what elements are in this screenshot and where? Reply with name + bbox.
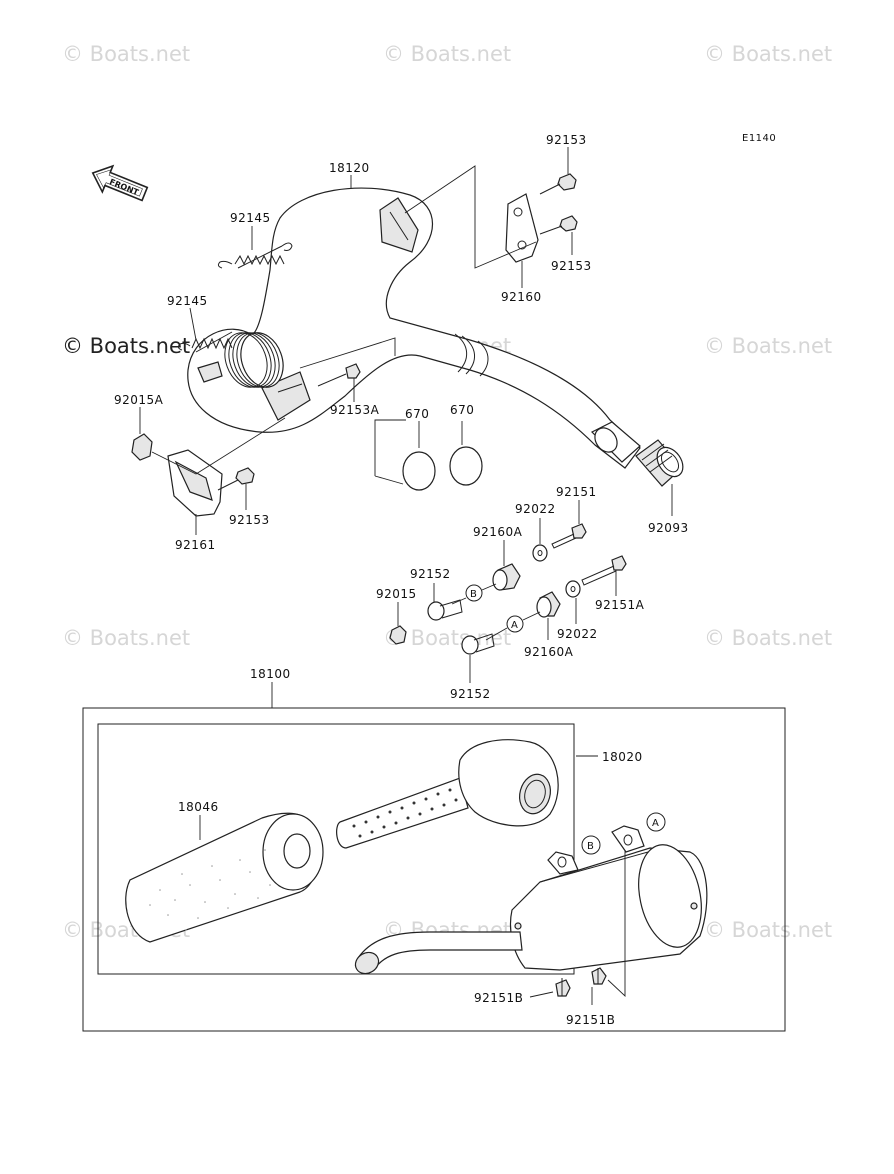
clip-part [197, 361, 223, 383]
part-label-92161: 92161 [175, 538, 216, 552]
callout-a-muffler: A [646, 812, 666, 832]
front-arrow-icon: FRONT [91, 164, 149, 202]
muffler-assembly-outer-box [82, 707, 786, 1032]
bolt-92153-top [539, 173, 577, 195]
watermark: © Boats.net [704, 42, 832, 66]
part-label-92151: 92151 [556, 485, 597, 499]
end-cap-18020 [458, 739, 559, 827]
part-label-18046: 18046 [178, 800, 219, 814]
part-label-670: 670 [405, 407, 429, 421]
bracket-92161 [167, 449, 223, 517]
part-label-92022: 92022 [515, 502, 556, 516]
part-label-92152: 92152 [450, 687, 491, 701]
o-ring-670-left [402, 451, 436, 491]
part-label-92022: 92022 [557, 627, 598, 641]
part-label-18120: 18120 [329, 161, 370, 175]
part-label-92151B: 92151B [566, 1013, 615, 1027]
leader-lines [139, 147, 673, 1005]
mount-hardware [389, 523, 627, 655]
rubber-92015A [131, 433, 153, 461]
watermark-dark: © Boats.net [62, 334, 190, 358]
muffler-core-18046 [125, 812, 324, 943]
diagram-code: E1140 [742, 133, 776, 144]
callout-b-top: B [465, 584, 483, 602]
callout-b-muffler: B [581, 835, 601, 855]
part-label-92015: 92015 [376, 587, 417, 601]
spring-92145-upper [217, 242, 293, 269]
part-label-92160: 92160 [501, 290, 542, 304]
part-label-92015A: 92015A [114, 393, 164, 407]
part-label-18020: 18020 [602, 750, 643, 764]
part-label-92151B: 92151B [474, 991, 523, 1005]
callout-a-label: A [511, 620, 518, 631]
part-label-92160A: 92160A [473, 525, 523, 539]
part-labels: 18120 92153 92153 92160 92145 92145 9201… [114, 133, 689, 1027]
leader-lines-middle [451, 583, 541, 641]
part-label-92093: 92093 [648, 521, 689, 535]
bolt-92153-right [539, 215, 578, 235]
watermark: © Boats.net [62, 42, 190, 66]
callout-b-label: B [587, 841, 594, 852]
part-label-92145: 92145 [230, 211, 271, 225]
gasket-92093 [635, 439, 684, 487]
part-label-92153: 92153 [546, 133, 587, 147]
watermark: © Boats.net [383, 42, 511, 66]
perforated-pipe [336, 777, 469, 849]
part-label-92153A: 92153A [330, 403, 380, 417]
callout-b-label: B [470, 589, 477, 600]
watermark: © Boats.net [704, 334, 832, 358]
watermark: © Boats.net [62, 626, 190, 650]
bolt-92153A [317, 363, 361, 387]
part-label-92160A: 92160A [524, 645, 574, 659]
muffler-assembly-inner-box [97, 723, 575, 975]
bolt-92153-bottom [217, 467, 255, 491]
part-label-92151A: 92151A [595, 598, 645, 612]
silencer-body [354, 825, 708, 997]
part-label-92152: 92152 [410, 567, 451, 581]
callout-a-top: A [506, 615, 524, 633]
part-label-92145: 92145 [167, 294, 208, 308]
part-label-92153: 92153 [551, 259, 592, 273]
inlet-coil [224, 332, 284, 388]
watermark: © Boats.net [704, 918, 832, 942]
part-label-92153: 92153 [229, 513, 270, 527]
part-label-18100: 18100 [250, 667, 291, 681]
part-label-670: 670 [450, 403, 474, 417]
callout-a-label: A [652, 818, 659, 829]
bracket-92160 [505, 193, 539, 263]
spring-92145-lower [177, 331, 233, 353]
o-ring-670-right [449, 446, 483, 486]
pipe-end-tube [590, 421, 641, 463]
watermark: © Boats.net [704, 626, 832, 650]
